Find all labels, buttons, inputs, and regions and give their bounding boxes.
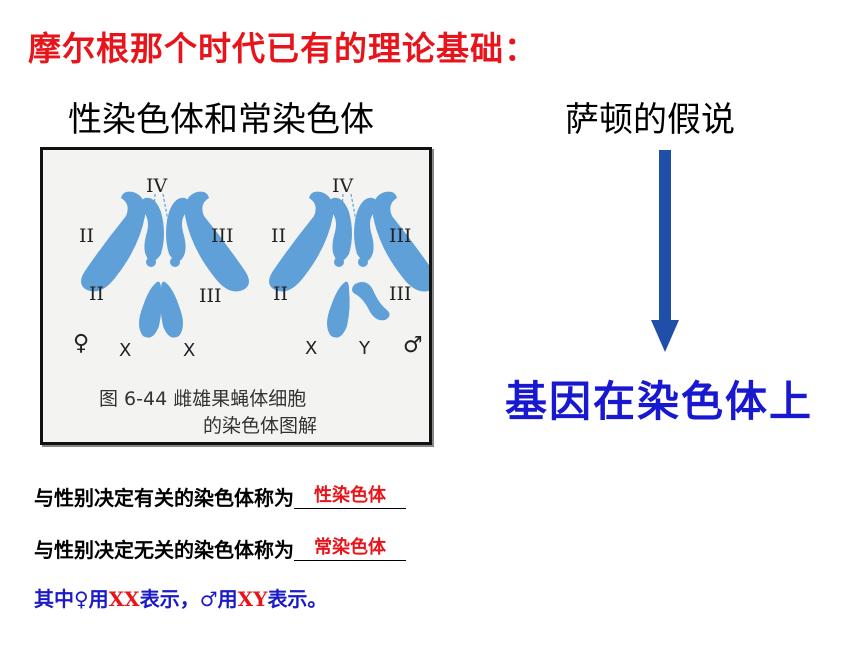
statement3-part3: 表示， xyxy=(139,587,200,611)
statement-autosome: 与性别决定无关的染色体称为常染色体 xyxy=(34,534,406,565)
female-x-chromosome-left xyxy=(139,281,162,338)
label-iii-male-bottom: III xyxy=(389,283,412,305)
male-chromosome-iv-right xyxy=(358,257,368,267)
fruit-fly-chromosome-diagram: IV IV II III II III II III II III ♀ X X … xyxy=(73,175,429,437)
heading-sex-and-autosomes: 性染色体和常染色体 xyxy=(68,100,374,140)
male-chromosome-ii-right xyxy=(372,191,429,292)
female-chromosome-iv-left xyxy=(146,257,156,267)
male-y-chromosome xyxy=(352,282,390,321)
male-symbol: ♂ xyxy=(403,333,423,358)
male-chromosome-iv-left xyxy=(334,257,344,267)
female-symbol: ♀ xyxy=(73,331,89,356)
female-chromosome-ii-left xyxy=(81,191,146,292)
label-iii-female-bottom: III xyxy=(199,285,222,307)
label-iii-female-top: III xyxy=(211,225,234,247)
male-y-label: Y xyxy=(358,338,371,359)
statement3-male-symbol: ♂ xyxy=(199,587,218,611)
statement1-answer: 性染色体 xyxy=(294,481,406,509)
label-ii-female-top: II xyxy=(79,225,94,247)
statement3-part1: 其中 xyxy=(34,587,74,611)
statement3-part5: 表示。 xyxy=(267,587,328,611)
spindle-lines xyxy=(150,193,364,259)
female-chromosome-ii-right xyxy=(184,191,249,292)
label-ii-male-top: II xyxy=(271,225,286,247)
male-chromosome-ii-left xyxy=(269,191,334,292)
figure-caption-line2: 的染色体图解 xyxy=(203,415,317,437)
down-arrow-icon xyxy=(651,150,679,352)
male-x-label: X xyxy=(305,338,317,359)
statement3-female-symbol: ♀ xyxy=(74,587,89,611)
female-chromosome-iv-right xyxy=(170,257,180,267)
male-chromosome-iii-left xyxy=(326,197,352,262)
statement1-prefix: 与性别决定有关的染色体称为 xyxy=(34,486,294,510)
statement-xx-xy: 其中♀用XX表示，♂用XY表示。 xyxy=(34,583,327,612)
female-chromosome-set xyxy=(81,191,249,338)
figure-caption-line1: 图 6-44 雌雄果蝇体细胞 xyxy=(99,388,306,410)
statement3-part2: 用 xyxy=(88,587,109,611)
female-x-chromosome-right xyxy=(160,281,183,338)
female-x-label-left: X xyxy=(119,340,131,361)
label-iv-female: IV xyxy=(146,175,168,197)
female-x-label-right: X xyxy=(183,340,195,361)
conclusion-genes-on-chromosomes: 基因在染色体上 xyxy=(505,377,814,426)
statement2-prefix: 与性别决定无关的染色体称为 xyxy=(34,538,294,562)
statement3-part4: 用 xyxy=(217,587,238,611)
female-chromosome-iii-left xyxy=(138,197,164,262)
statement-sex-chromosome: 与性别决定有关的染色体称为性染色体 xyxy=(34,482,406,513)
statement2-answer: 常染色体 xyxy=(294,533,406,561)
page-title: 摩尔根那个时代已有的理论基础： xyxy=(28,29,538,68)
heading-sutton-hypothesis: 萨顿的假说 xyxy=(565,100,735,140)
label-ii-female-bottom: II xyxy=(89,283,104,305)
label-iv-male: IV xyxy=(332,175,354,197)
label-ii-male-bottom: II xyxy=(273,283,288,305)
male-x-chromosome xyxy=(327,281,350,338)
label-iii-male-top: III xyxy=(389,225,412,247)
statement3-xy: XY xyxy=(237,587,268,611)
statement3-xx: XX xyxy=(108,587,140,611)
male-chromosome-set xyxy=(269,191,429,338)
